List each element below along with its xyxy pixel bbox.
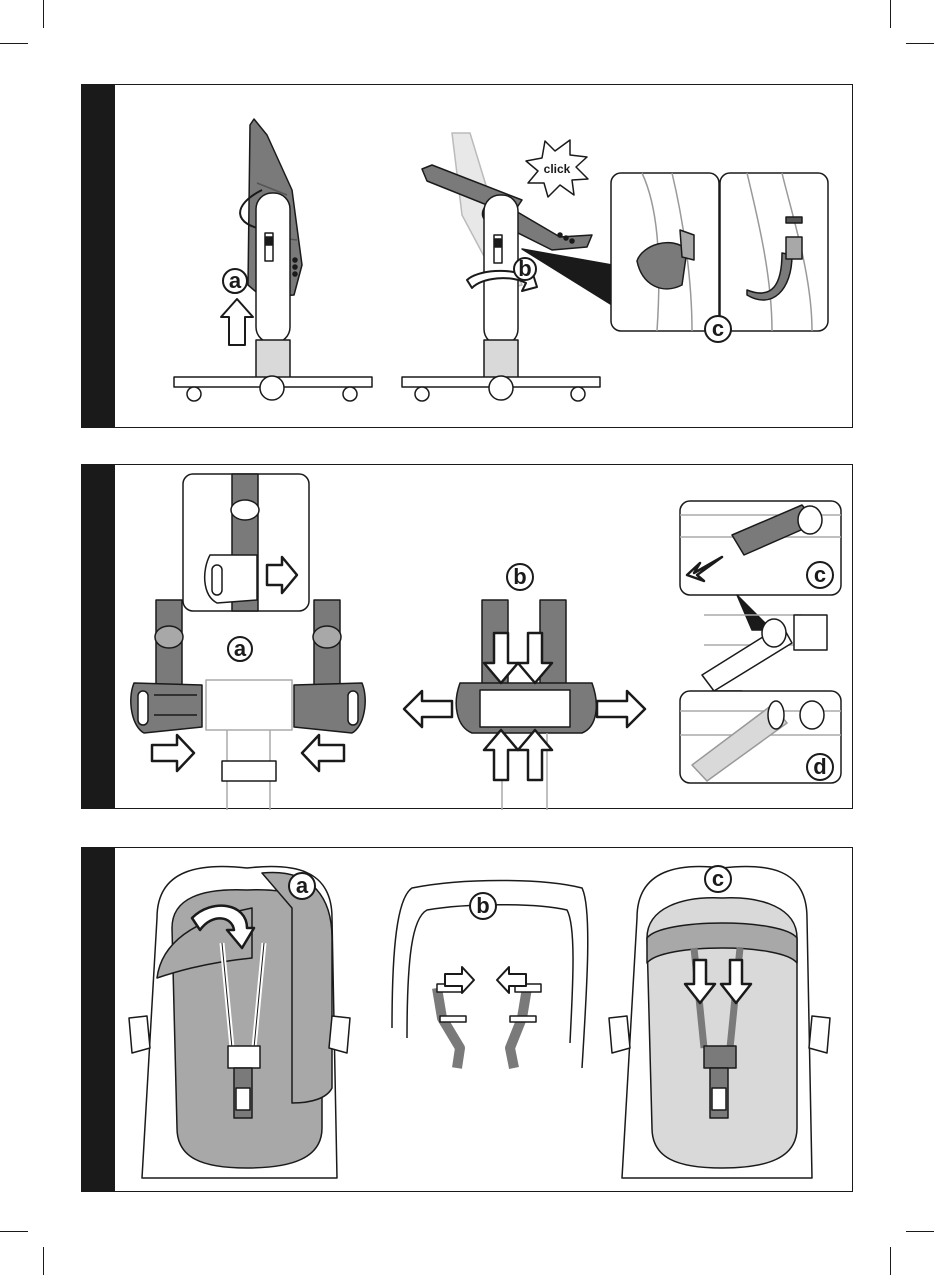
crop-mark	[0, 1231, 28, 1232]
crop-mark	[890, 0, 891, 28]
arrow-up-icon	[484, 730, 518, 780]
buckle-press-b	[456, 600, 596, 810]
highchair-folded-figure	[174, 119, 372, 401]
detail-inset-buckle	[183, 474, 309, 611]
step-panel-harness-buckle: a b c d	[81, 464, 853, 809]
seat-with-cover-c	[609, 866, 830, 1178]
label-a: a	[234, 636, 247, 661]
arrow-left-icon	[404, 691, 452, 727]
seat-cover-illustration: a b c	[82, 848, 854, 1193]
label-b: b	[518, 256, 531, 281]
arrow-right-icon	[152, 735, 194, 771]
arrow-left-icon	[302, 735, 344, 771]
step-panel-recline: a b c click	[81, 84, 853, 428]
step-panel-seat-cover: a b c	[81, 847, 853, 1192]
arrow-right-icon	[597, 691, 645, 727]
label-b: b	[476, 893, 489, 918]
detail-inset-c	[611, 173, 828, 331]
arrow-up-icon	[221, 299, 253, 345]
label-d: d	[813, 754, 826, 779]
crop-mark	[906, 43, 934, 44]
recline-illustration: a b c click	[82, 85, 854, 429]
crop-mark	[906, 1231, 934, 1232]
label-c: c	[814, 562, 826, 587]
label-c: c	[712, 316, 724, 341]
crop-mark	[43, 1247, 44, 1275]
crop-mark	[43, 0, 44, 28]
click-text: click	[544, 162, 571, 176]
label-b: b	[513, 564, 526, 589]
crop-mark	[0, 43, 28, 44]
harness-illustration: a b c d	[82, 465, 854, 810]
buckle-parts-a	[131, 600, 365, 810]
crop-mark	[890, 1247, 891, 1275]
harness-mid-figure	[702, 615, 827, 691]
label-a: a	[296, 873, 309, 898]
label-c: c	[712, 866, 724, 891]
label-a: a	[229, 268, 242, 293]
